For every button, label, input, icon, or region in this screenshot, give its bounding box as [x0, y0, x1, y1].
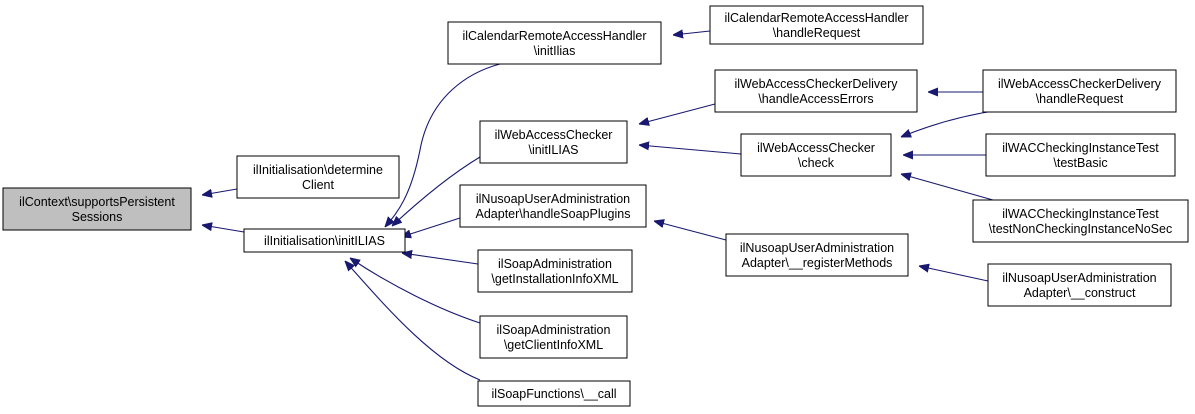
node-ilwebaccesschecker-initilias[interactable]: ilWebAccessChecker\initILIAS — [479, 120, 628, 164]
edge-n2-n0 — [202, 225, 245, 233]
edge-n5-n2 — [401, 217, 461, 237]
node-label-line: \getInstallationInfoXML — [491, 272, 618, 286]
node-label-line: ilWebAccessChecker — [757, 141, 875, 155]
node-label-line: \handleRequest — [773, 26, 861, 40]
edge-n3-n2 — [385, 63, 501, 227]
edge-n4-n2 — [392, 156, 481, 226]
edge-n6-n2 — [402, 253, 479, 265]
node-label-line: ilNusoapUserAdministration — [476, 192, 630, 206]
node-ilnusoapuseradministrationadapter-handlesoapplugins[interactable]: ilNusoapUserAdministrationAdapter\handle… — [459, 184, 647, 228]
node-label-line: \initILIAS — [528, 143, 578, 157]
node-label-line: ilSoapAdministration — [498, 257, 612, 271]
edge-n7-n2 — [350, 258, 481, 324]
node-label-line: \check — [798, 156, 835, 170]
node-label-line: Adapter\__registerMethods — [742, 256, 893, 270]
edge-n13-n11 — [901, 109, 1001, 137]
node-label-line: Adapter\__construct — [1024, 286, 1136, 300]
node-label-line: \testBasic — [1053, 156, 1107, 170]
edge-n10-n4 — [639, 103, 716, 124]
node-label-line: ilInitialisation\determine — [253, 163, 383, 177]
edge-n9-n3 — [673, 31, 711, 35]
node-label-line: ilWACCheckingInstanceTest — [1002, 207, 1159, 221]
node-label-line: ilWACCheckingInstanceTest — [1002, 141, 1159, 155]
node-ilwebaccesschecker-check[interactable]: ilWebAccessChecker\check — [740, 133, 892, 177]
node-ilwebaccesscheckerdelivery-handleaccesserrors[interactable]: ilWebAccessCheckerDelivery\handleAccessE… — [714, 69, 918, 113]
edge-n16-n12 — [919, 266, 989, 282]
node-label-line: ilNusoapUserAdministration — [1002, 271, 1156, 285]
node-ilsoapfunctions-call[interactable]: ilSoapFunctions\__call — [477, 380, 631, 407]
node-label-line: \getClientInfoXML — [504, 338, 603, 352]
node-ilsoapadministration-getclientinfoxml[interactable]: ilSoapAdministration\getClientInfoXML — [479, 315, 628, 359]
node-ilcalendarremoteaccesshandler-initilias[interactable]: ilCalendarRemoteAccessHandler\initIlias — [447, 21, 662, 65]
node-ilinitialisation-initilias[interactable]: ilInitialisation\initILIAS — [243, 228, 406, 253]
node-label-line: Sessions — [72, 210, 123, 224]
node-label-line: ilWebAccessChecker — [495, 128, 613, 142]
node-label-line: ilCalendarRemoteAccessHandler — [462, 29, 646, 43]
node-label-line: \handleRequest — [1036, 92, 1124, 106]
node-ilwaccheckinginstancetest-testnoncheckinginstancenosec[interactable]: ilWACCheckingInstanceTest\testNonCheckin… — [972, 199, 1189, 243]
node-ilwebaccesscheckerdelivery-handlerequest[interactable]: ilWebAccessCheckerDelivery\handleRequest — [982, 69, 1177, 113]
edge-n11-n4 — [639, 145, 742, 155]
node-label-line: ilSoapFunctions\__call — [491, 387, 616, 401]
node-label-line: Client — [302, 178, 334, 192]
node-label-line: ilNusoapUserAdministration — [740, 241, 894, 255]
node-ilsoapadministration-getinstallationinfoxml[interactable]: ilSoapAdministration\getInstallationInfo… — [477, 249, 633, 293]
node-label-line: \initIlias — [534, 44, 576, 58]
node-label-line: \handleAccessErrors — [758, 92, 873, 106]
node-label-line: ilContext\supportsPersistent — [19, 195, 175, 209]
edge-n1-n0 — [202, 188, 238, 195]
edge-n8-n2 — [345, 261, 481, 381]
node-label-line: Adapter\handleSoapPlugins — [476, 207, 631, 221]
node-ilwaccheckinginstancetest-testbasic[interactable]: ilWACCheckingInstanceTest\testBasic — [985, 133, 1176, 177]
node-label-line: ilWebAccessCheckerDelivery — [998, 77, 1162, 91]
node-label-line: ilCalendarRemoteAccessHandler — [724, 11, 908, 25]
node-ilcalendarremoteaccesshandler-handlerequest[interactable]: ilCalendarRemoteAccessHandler\handleRequ… — [709, 5, 924, 45]
node-label-line: ilWebAccessCheckerDelivery — [734, 77, 898, 91]
node-ilnusoapuseradministrationadapter-construct[interactable]: ilNusoapUserAdministrationAdapter\__cons… — [987, 263, 1172, 307]
edge-n15-n11 — [901, 174, 1001, 203]
edge-n12-n5 — [654, 221, 727, 241]
node-label-line: ilSoapAdministration — [497, 323, 611, 337]
node-label-line: ilInitialisation\initILIAS — [264, 234, 385, 248]
node-label-line: \testNonCheckingInstanceNoSec — [989, 222, 1172, 236]
node-ilnusoapuseradministrationadapter-registermethods[interactable]: ilNusoapUserAdministrationAdapter\__regi… — [725, 233, 909, 277]
